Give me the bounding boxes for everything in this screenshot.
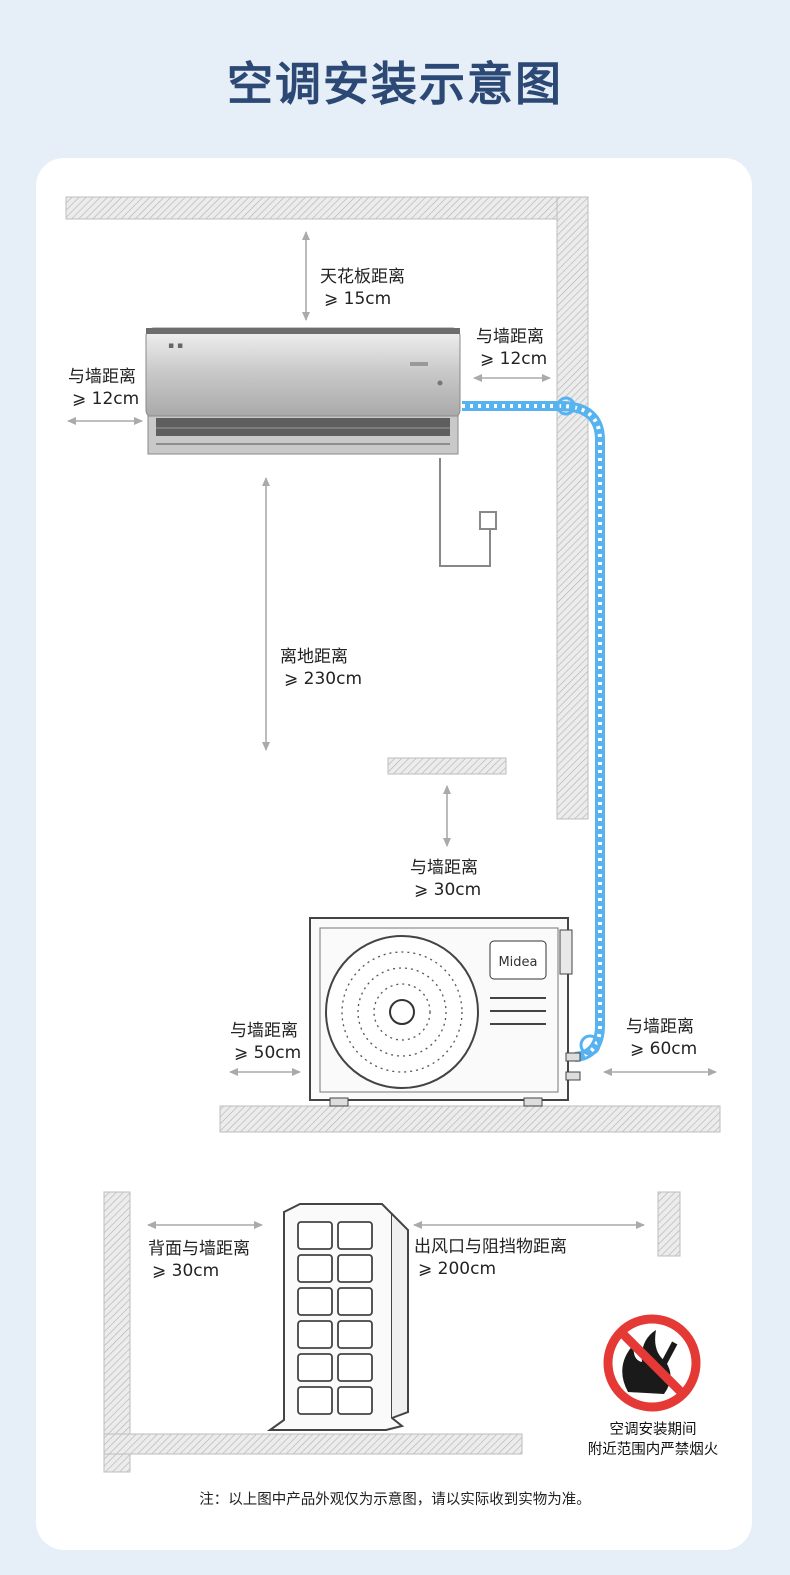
label-back-wall-name: 背面与墙距离 — [148, 1239, 250, 1259]
page-title: 空调安装示意图 — [227, 57, 563, 111]
brand-logo: Midea — [498, 955, 537, 970]
grille-cell — [297, 1386, 333, 1415]
grille-cell — [297, 1353, 333, 1382]
label-outdoor-left-wall: 与墙距离 ⩾ 50cm — [230, 1020, 301, 1064]
label-indoor-left-value: ⩾ 12cm — [72, 389, 140, 409]
label-outdoor-top-wall: 与墙距离 ⩾ 30cm — [410, 857, 481, 901]
grille-cell — [297, 1221, 333, 1250]
label-outdoor-left-value: ⩾ 50cm — [234, 1043, 302, 1063]
label-back-wall: 背面与墙距离 ⩾ 30cm — [148, 1238, 250, 1282]
label-outdoor-left-name: 与墙距离 — [230, 1021, 298, 1041]
ceiling-wall — [65, 196, 589, 220]
label-floor-name: 离地距离 — [280, 647, 348, 667]
label-ceiling: 天花板距离 ⩾ 15cm — [320, 266, 405, 310]
disclaimer-note: 注：以上图中产品外观仅为示意图，请以实际收到实物为准。 — [199, 1492, 591, 1508]
ground-slab — [219, 1105, 721, 1133]
grille-cell — [297, 1320, 333, 1349]
grille-cell — [337, 1254, 373, 1283]
label-floor: 离地距离 ⩾ 230cm — [280, 646, 362, 690]
ledge-wall — [387, 757, 507, 775]
label-back-wall-value: ⩾ 30cm — [152, 1261, 220, 1281]
warning-line2: 附近范围内严禁烟火 — [587, 1442, 719, 1458]
label-ceiling-name: 天花板距离 — [320, 267, 405, 287]
grille-cell — [337, 1386, 373, 1415]
label-indoor-right-value: ⩾ 12cm — [480, 349, 548, 369]
label-outdoor-right-value: ⩾ 60cm — [630, 1039, 698, 1059]
label-indoor-left-name: 与墙距离 — [68, 367, 136, 387]
no-fire-warning: 空调安装期间 附近范围内严禁烟火 — [578, 1420, 728, 1460]
label-outlet-obstacle-name: 出风口与阻挡物距离 — [414, 1237, 567, 1257]
no-fire-icon — [603, 1314, 701, 1412]
label-indoor-right-wall: 与墙距离 ⩾ 12cm — [476, 326, 547, 370]
warning-line1: 空调安装期间 — [609, 1422, 697, 1438]
label-outdoor-right-wall: 与墙距离 ⩾ 60cm — [626, 1016, 697, 1060]
label-indoor-left-wall: 与墙距离 ⩾ 12cm — [68, 366, 139, 410]
top-view-obstacle — [657, 1191, 681, 1257]
grille-cell — [297, 1287, 333, 1316]
outdoor-unit-top-view — [266, 1203, 409, 1431]
drain-pipe — [439, 458, 497, 567]
dimension-arrows — [67, 231, 717, 1229]
label-outdoor-top-value: ⩾ 30cm — [414, 880, 482, 900]
grille-cell — [337, 1221, 373, 1250]
grille-cell — [337, 1353, 373, 1382]
label-outdoor-top-name: 与墙距离 — [410, 858, 478, 878]
grille-cell — [337, 1287, 373, 1316]
label-outdoor-right-name: 与墙距离 — [626, 1017, 694, 1037]
indoor-unit: ▪ ▪ — [145, 327, 461, 455]
label-outlet-obstacle: 出风口与阻挡物距离 ⩾ 200cm — [414, 1236, 567, 1280]
label-indoor-right-name: 与墙距离 — [476, 327, 544, 347]
label-ceiling-value: ⩾ 15cm — [324, 289, 392, 309]
top-view-left-wall — [103, 1191, 523, 1473]
refrigerant-pipe — [462, 396, 605, 1062]
right-wall — [556, 196, 589, 820]
outdoor-unit — [309, 917, 581, 1107]
svg-text:▪ ▪: ▪ ▪ — [168, 341, 183, 351]
label-outlet-obstacle-value: ⩾ 200cm — [418, 1259, 497, 1279]
grille-cell — [337, 1320, 373, 1349]
grille-cell — [297, 1254, 333, 1283]
label-floor-value: ⩾ 230cm — [284, 669, 363, 689]
